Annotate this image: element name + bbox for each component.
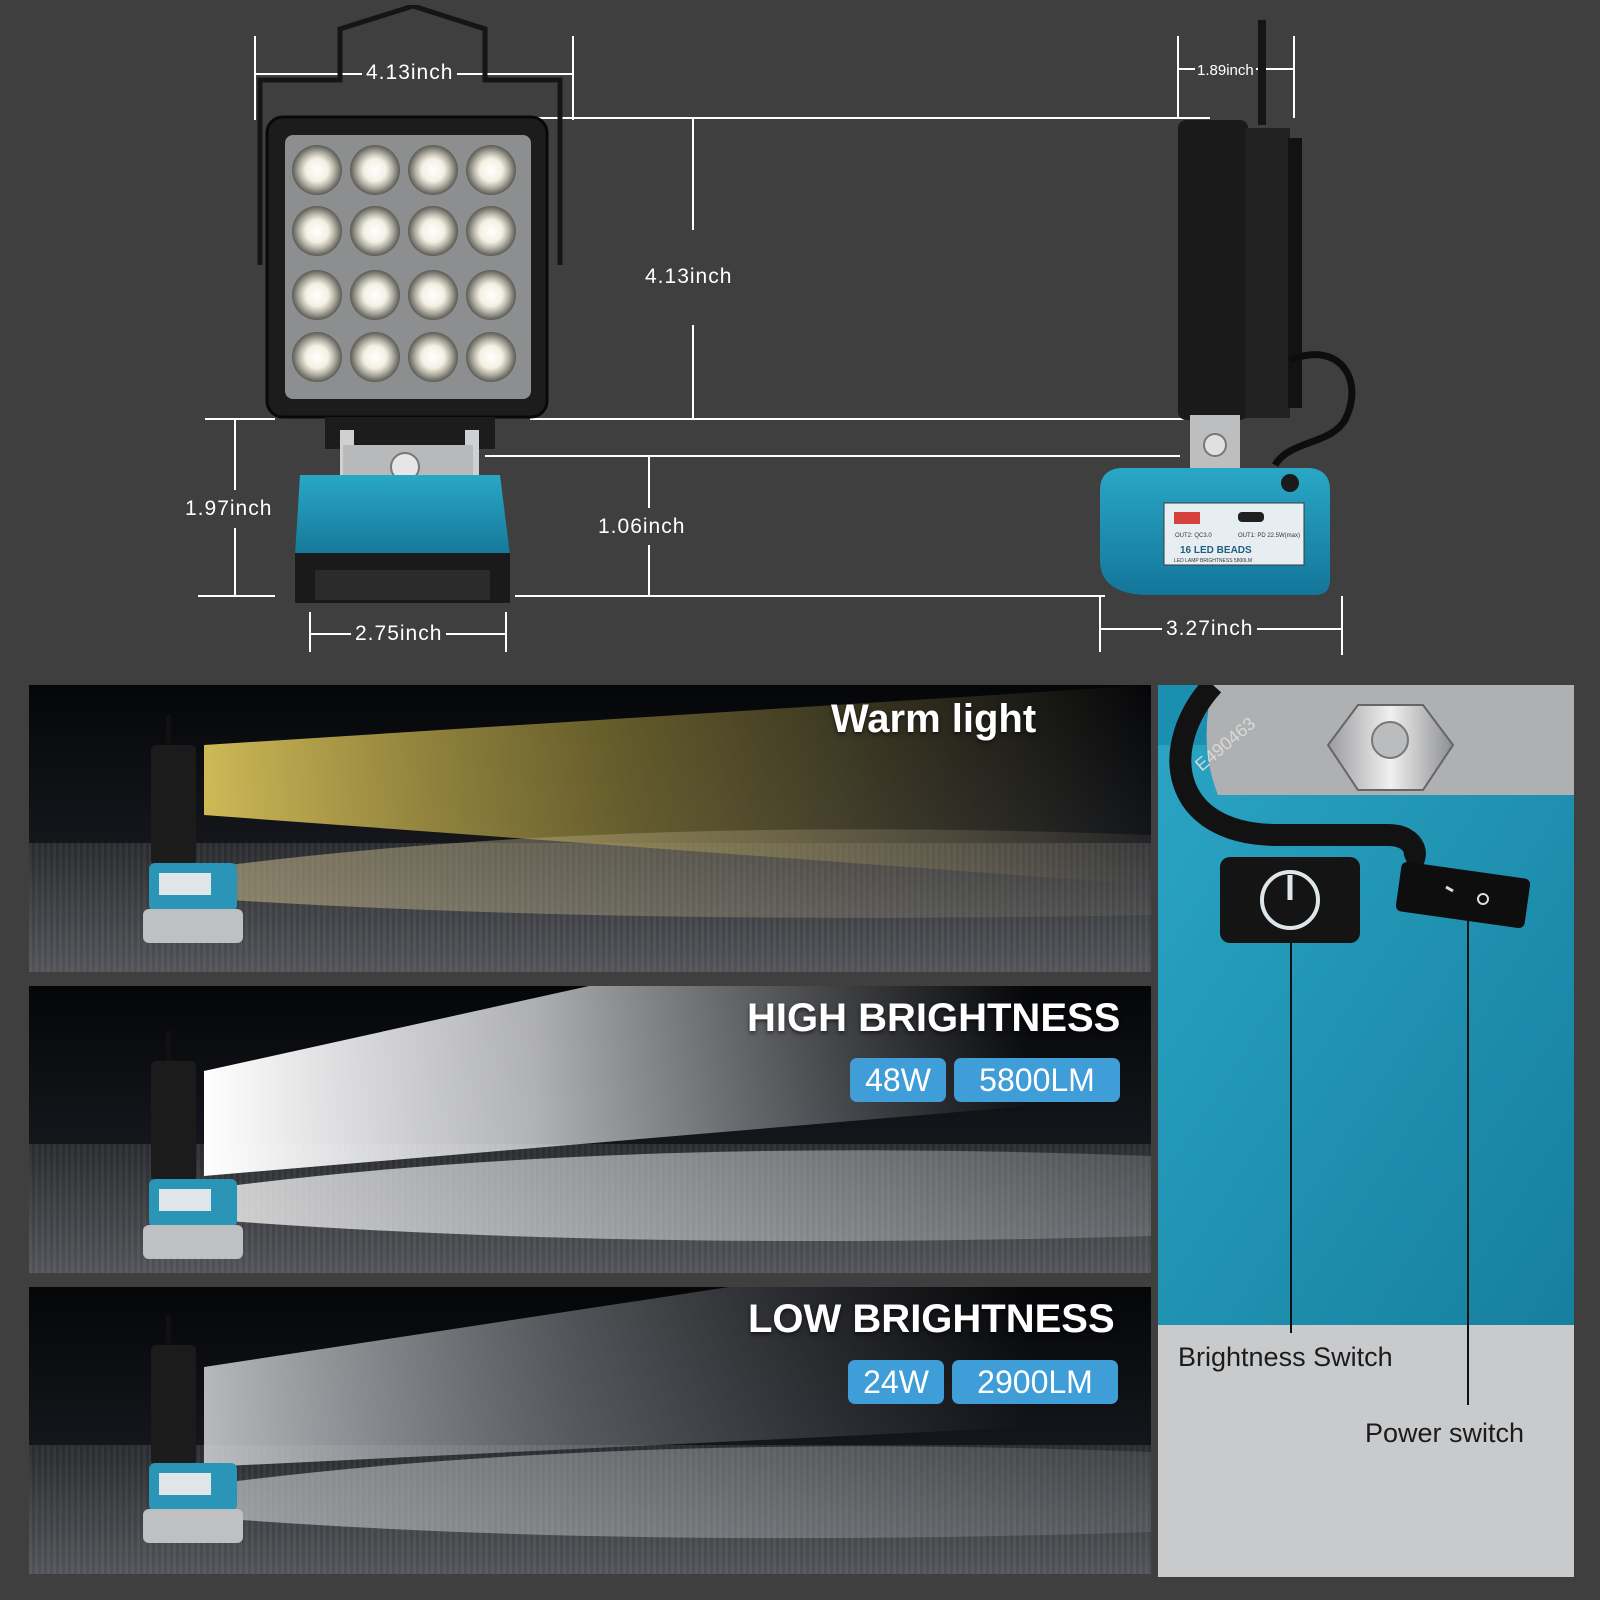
base-offset-label: 1.06inch	[594, 515, 690, 539]
mini-lamp-high	[143, 1031, 243, 1259]
base-height-label: 1.97inch	[181, 497, 277, 521]
high-beam	[204, 986, 1151, 1241]
base-length-label: 3.27inch	[1162, 617, 1258, 641]
high-brightness-title: HIGH BRIGHTNESS	[747, 996, 1121, 1040]
warm-beam	[204, 685, 1151, 918]
side-spec-text: LED LAMP BRIGHTNESS 5800LM	[1174, 558, 1252, 564]
lamp-front-view	[257, 5, 563, 603]
side-port2-text: OUT1: PD 22.5W(max)	[1238, 533, 1300, 539]
warm-light-title: Warm light	[831, 697, 1037, 741]
side-port1-text: OUT2: QC3.0	[1175, 533, 1212, 539]
warm-light-panel: Warm light	[29, 685, 1151, 972]
led-grid	[292, 145, 516, 382]
high-brightness-panel: HIGH BRIGHTNESS 48W 5800LM	[29, 986, 1151, 1273]
lamp-height-label: 4.13inch	[641, 265, 737, 289]
low-watt-badge: 24W	[848, 1360, 944, 1404]
low-brightness-title: LOW BRIGHTNESS	[748, 1297, 1115, 1341]
mini-lamp-low	[143, 1315, 243, 1543]
base-width-label: 2.75inch	[351, 622, 447, 646]
mini-lamp-warm	[143, 715, 243, 943]
low-beam	[204, 1287, 1151, 1539]
high-lumen-badge: 5800LM	[954, 1058, 1120, 1102]
brightness-switch-label: Brightness Switch	[1178, 1342, 1393, 1372]
power-switch-label: Power switch	[1365, 1418, 1525, 1448]
switch-closeup-panel: E490463 Brightness Switch Power switch	[1158, 685, 1574, 1577]
front-width-label: 4.13inch	[362, 61, 458, 85]
low-lumen-badge: 2900LM	[952, 1360, 1118, 1404]
lamp-side-view: OUT2: QC3.0 OUT1: PD 22.5W(max) 16 LED B…	[1100, 20, 1356, 595]
switch-closeup-illustration: E490463	[1158, 685, 1574, 1405]
high-watt-badge: 48W	[850, 1058, 946, 1102]
side-beads-text: 16 LED BEADS	[1180, 545, 1252, 556]
low-brightness-panel: LOW BRIGHTNESS 24W 2900LM	[29, 1287, 1151, 1574]
side-depth-label: 1.89inch	[1195, 59, 1256, 83]
